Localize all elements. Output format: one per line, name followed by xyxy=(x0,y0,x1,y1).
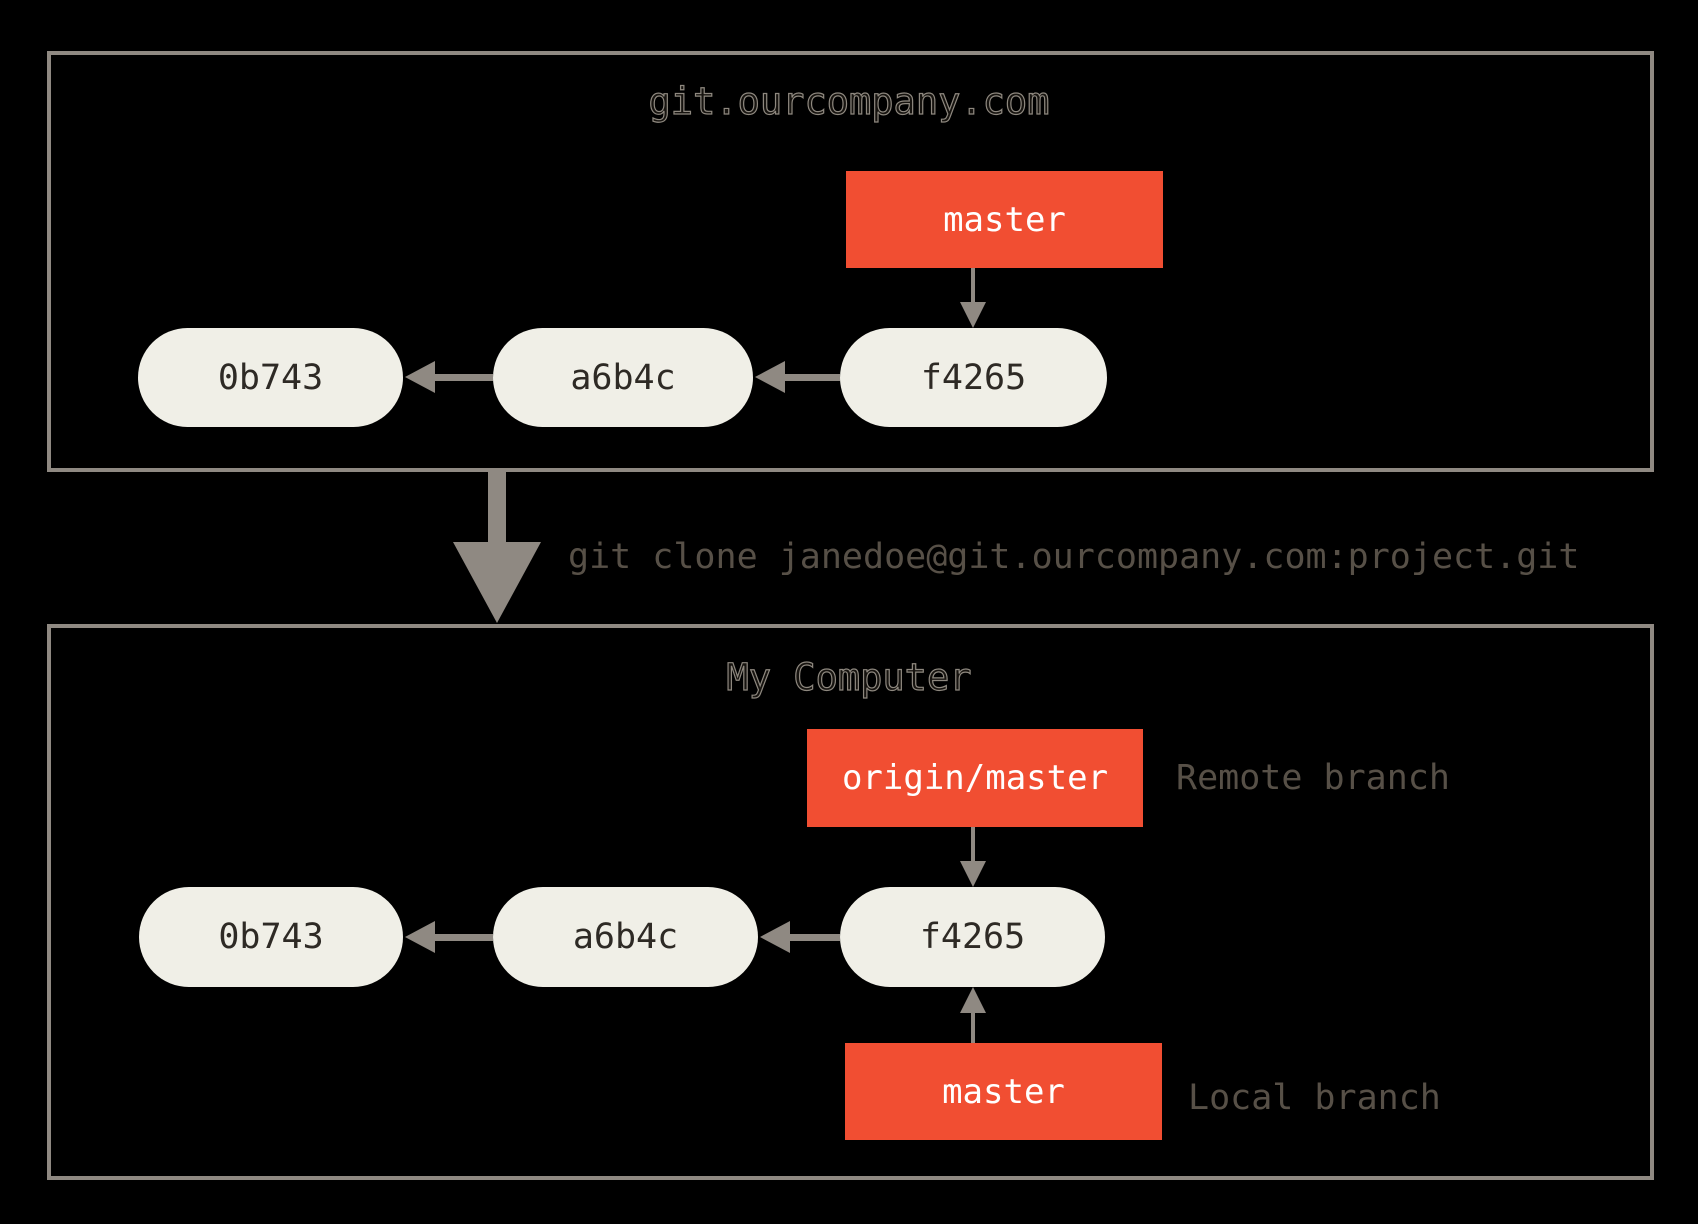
origin-master-branch-label: origin/master xyxy=(841,758,1109,798)
local-repo-title: My Computer xyxy=(726,656,972,699)
commit-node: a6b4c xyxy=(493,887,758,987)
branch-pointer-arrow-shaft xyxy=(971,1013,975,1043)
commit-id: f4265 xyxy=(920,357,1027,398)
arrow-down-icon xyxy=(960,861,986,887)
commit-node: 0b743 xyxy=(138,328,403,427)
remote-branch-annotation: Remote branch xyxy=(1176,758,1450,798)
local-master-branch-label: master xyxy=(942,1071,1065,1112)
commit-node: f4265 xyxy=(840,328,1107,427)
remote-repo-box xyxy=(47,51,1654,472)
clone-command-label: git clone janedoe@git.ourcompany.com:pro… xyxy=(568,537,1580,577)
commit-id: 0b743 xyxy=(217,357,324,398)
arrow-down-icon xyxy=(960,302,986,328)
branch-pointer-arrow-shaft xyxy=(971,827,975,861)
remote-master-branch-box: master xyxy=(846,171,1163,268)
local-branch-annotation: Local branch xyxy=(1188,1078,1441,1118)
origin-master-branch-box: origin/master xyxy=(807,729,1143,827)
commit-parent-arrow-shaft xyxy=(430,374,493,381)
commit-id: 0b743 xyxy=(218,917,324,957)
commit-node: f4265 xyxy=(840,887,1105,987)
clone-arrow-head-icon xyxy=(453,542,541,623)
commit-id: a6b4c xyxy=(570,357,676,398)
commit-id: a6b4c xyxy=(572,917,679,957)
commit-parent-arrow-shaft xyxy=(785,934,840,941)
commit-parent-arrow-shaft xyxy=(430,934,493,941)
arrow-up-icon xyxy=(960,987,986,1013)
local-master-branch-box: master xyxy=(845,1043,1162,1140)
remote-master-branch-label: master xyxy=(943,199,1066,240)
commit-node: 0b743 xyxy=(139,887,403,987)
commit-id: f4265 xyxy=(919,917,1026,957)
commit-node: a6b4c xyxy=(493,328,753,427)
commit-parent-arrow-shaft xyxy=(780,374,840,381)
clone-arrow-shaft xyxy=(488,472,506,542)
local-repo-box xyxy=(47,624,1654,1180)
remote-repo-title: git.ourcompany.com xyxy=(648,80,1050,123)
branch-pointer-arrow-shaft xyxy=(971,268,975,302)
